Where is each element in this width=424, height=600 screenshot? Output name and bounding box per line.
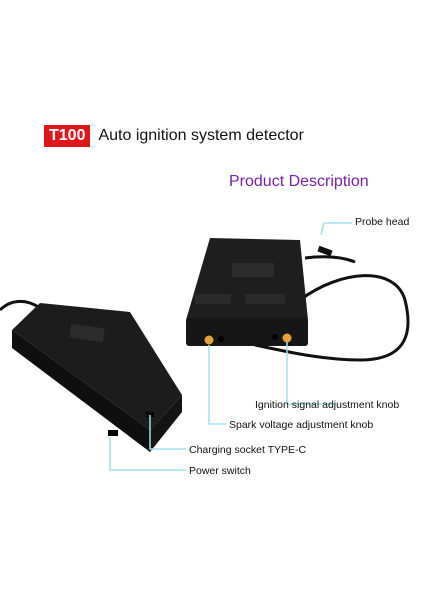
power-switch-slot <box>108 430 118 436</box>
spark-voltage-knob <box>204 335 214 345</box>
subtitle-row: Product Description <box>0 173 374 191</box>
type-c-socket <box>146 412 154 417</box>
page-title: Auto ignition system detector <box>98 127 304 144</box>
charging-leader <box>149 415 186 450</box>
callout-power-switch: Power switch <box>189 465 251 477</box>
left-cable <box>0 300 41 312</box>
probe-head <box>317 245 333 257</box>
probe-leader <box>320 222 352 236</box>
header: T100 Auto ignition system detector <box>44 125 304 147</box>
callout-probe-head: Probe head <box>355 216 410 228</box>
rear-device <box>186 238 308 346</box>
probe-cable <box>254 274 410 362</box>
callout-charging-socket: Charging socket TYPE-C <box>189 444 307 456</box>
callout-ignition-knob: Ignition signal adjustment knob <box>255 399 400 411</box>
model-badge: T100 <box>44 125 91 147</box>
spark-leader <box>208 345 226 425</box>
ignition-signal-knob <box>282 333 292 343</box>
callout-spark-knob: Spark voltage adjustment knob <box>229 419 374 431</box>
probe-cable-end <box>304 255 356 264</box>
power-leader <box>109 437 186 471</box>
ignition-leader <box>286 342 336 405</box>
front-device <box>12 303 182 452</box>
page-subtitle: Product Description <box>229 173 369 190</box>
